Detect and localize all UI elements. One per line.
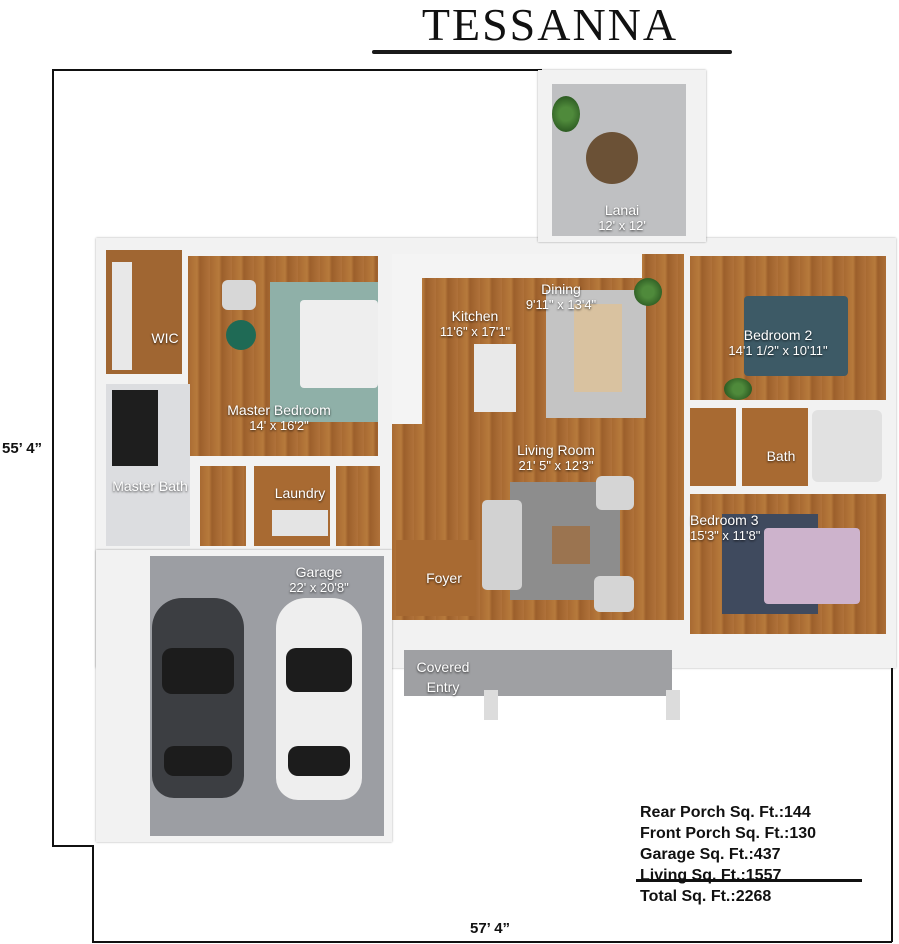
- width-dimension: 57’ 4”: [470, 920, 511, 937]
- garage-label: Garage 22' x 20'8": [289, 564, 349, 595]
- height-dimension: 55’ 4”: [2, 440, 43, 457]
- bedroom3-bed: [764, 528, 860, 604]
- master-bed: [300, 300, 378, 388]
- entry-column-right: [666, 690, 680, 720]
- master-green-ottoman: [226, 320, 256, 350]
- bedroom2-label: Bedroom 2 14'1 1/2" x 10'11": [728, 327, 828, 358]
- bath-floor: [742, 408, 808, 486]
- dim-line-left-bottom-stub: [52, 845, 94, 847]
- total-sqft: Total Sq. Ft.:2268: [640, 888, 772, 905]
- stats-total-rule: [636, 879, 862, 882]
- lanai-plant: [552, 96, 580, 132]
- laundry-appliances: [272, 510, 328, 536]
- kitchen-label: Kitchen 11'6" x 17'1": [439, 308, 511, 339]
- bath-label: Bath: [766, 448, 796, 464]
- plan-title: TESSANNA: [421, 0, 679, 50]
- laundry-label: Laundry: [274, 485, 326, 501]
- dining-plant: [634, 278, 662, 306]
- living-sofa: [482, 500, 522, 590]
- square-footage-list: Rear Porch Sq. Ft.:144 Front Porch Sq. F…: [640, 802, 870, 907]
- bedroom2-plant: [724, 378, 752, 400]
- master-chair: [222, 280, 256, 310]
- dining-table: [574, 304, 622, 392]
- coffee-table: [552, 526, 590, 564]
- lanai-table: [586, 132, 638, 184]
- garage-sqft: Garage Sq. Ft.:437: [640, 846, 781, 863]
- armchair-bottom: [594, 576, 634, 612]
- dim-line-left-vertical: [52, 70, 54, 846]
- dim-line-top-horizontal: [52, 69, 542, 71]
- master-bath-vanity: [112, 390, 158, 466]
- dark-suv: [152, 598, 244, 798]
- dim-line-bottom-horizontal: [92, 941, 892, 943]
- master-bedroom-label: Master Bedroom 14' x 16'2": [227, 402, 331, 433]
- living-room-label: Living Room 21' 5" x 12'3": [517, 442, 595, 473]
- kitchen-counter-top: [392, 254, 642, 278]
- bathtub: [812, 410, 882, 482]
- title-underline: [372, 50, 732, 54]
- white-suv: [276, 598, 362, 800]
- armchair-top: [596, 476, 634, 510]
- covered-entry-floor: [404, 650, 672, 696]
- kitchen-counter-left: [392, 254, 422, 424]
- closet-floor: [200, 466, 246, 546]
- dining-label: Dining 9'11" x 13'4": [525, 281, 597, 312]
- dim-line-bottom-left-tick: [92, 846, 94, 942]
- dim-line-bottom-right-tick: [891, 660, 893, 942]
- lanai-label: Lanai 12' x 12': [598, 202, 646, 233]
- master-bath-label: Master Bath: [112, 478, 188, 494]
- bedroom2-bed: [744, 296, 848, 376]
- front-porch-sqft: Front Porch Sq. Ft.:130: [640, 825, 817, 842]
- wic-shelving: [112, 262, 132, 370]
- covered-entry-label: Covered Entry: [416, 659, 470, 695]
- rear-porch-sqft: Rear Porch Sq. Ft.:144: [640, 804, 811, 821]
- wic-label: WIC: [151, 330, 179, 346]
- living-sqft: Living Sq. Ft.:1557: [640, 867, 782, 884]
- entry-column-left: [484, 690, 498, 720]
- bedroom3-label: Bedroom 3 15'3" x 11'8": [690, 512, 761, 543]
- foyer-label: Foyer: [426, 570, 462, 586]
- bath-floor-left: [690, 408, 736, 486]
- kitchen-island: [474, 344, 516, 412]
- foyer-floor: [396, 540, 476, 616]
- hall-closet-floor: [336, 466, 380, 546]
